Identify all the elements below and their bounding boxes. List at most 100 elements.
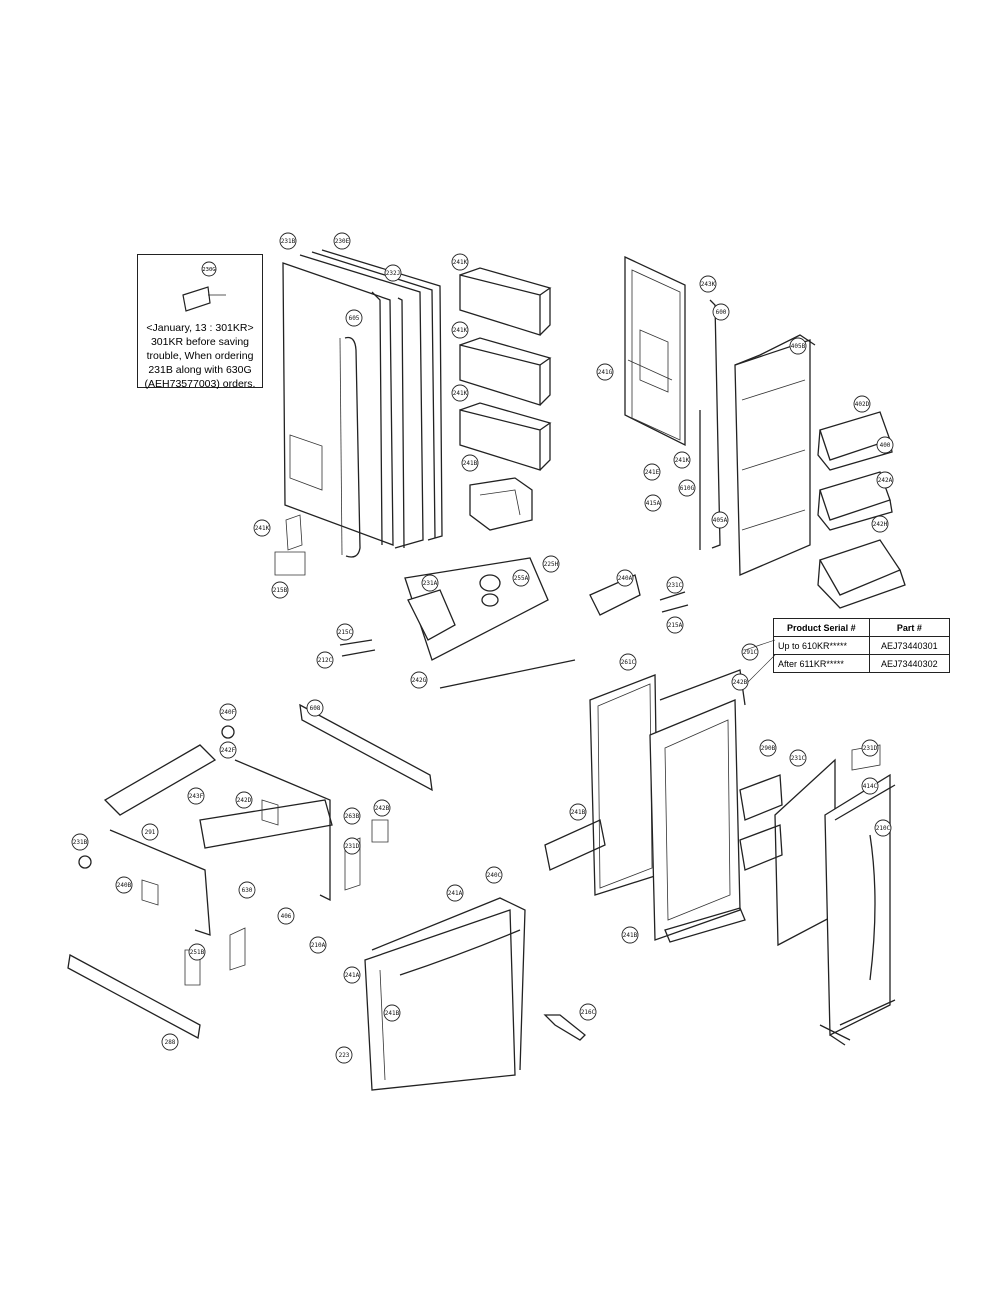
callout-circle (141, 823, 159, 841)
callout-circle (333, 232, 351, 250)
part-callout: 610G (678, 479, 696, 497)
callout-label: 210A (311, 942, 326, 949)
table-row: Up to 610KR***** AEJ73440301 (773, 636, 951, 655)
part-callout: 630 (238, 881, 256, 899)
callout-label: 255A (514, 575, 529, 582)
callout-circle (421, 574, 439, 592)
part-callout: 255A (512, 569, 530, 587)
part-callout: 251B (188, 943, 206, 961)
callout-label: 290B (761, 745, 776, 752)
part-callout: 405B (789, 337, 807, 355)
table-header-row: Product Serial # Part # (773, 618, 951, 637)
ordering-note-text: <January, 13 : 301KR> 301KR before savin… (138, 321, 262, 391)
part-callout: 240F (219, 703, 237, 721)
note-line: trouble, When ordering (146, 350, 254, 362)
callout-circle (451, 321, 469, 339)
left-door-assembly (274, 249, 443, 576)
part-callout: 242A (876, 471, 894, 489)
part-callout: 405A (711, 511, 729, 529)
callout-label: 241B (385, 1010, 400, 1017)
center-door-frame (544, 669, 746, 943)
part-callout: 241A (343, 966, 361, 984)
callout-circle (596, 363, 614, 381)
callout-label: 225H (544, 561, 559, 568)
part-callout: 231B (279, 232, 297, 250)
serial-header: Product Serial # (773, 618, 870, 637)
callout-circle (316, 651, 334, 669)
callout-circle (874, 819, 892, 837)
callout-circle (219, 741, 237, 759)
callout-circle (579, 1003, 597, 1021)
part-callout: 231D (343, 837, 361, 855)
callout-label: 243K (701, 281, 716, 288)
callout-circle (309, 936, 327, 954)
callout-circle (238, 881, 256, 899)
part-callout: 242B (373, 799, 391, 817)
callout-label: 231A (423, 580, 438, 587)
callout-circle (789, 749, 807, 767)
part-cell: AEJ73440302 (868, 654, 951, 673)
callout-label: 242B (375, 805, 390, 812)
table-leader-lines (744, 639, 776, 683)
callout-label: 402D (855, 401, 870, 408)
callout-label: 241E (645, 469, 660, 476)
callout-circle (279, 232, 297, 250)
part-callout: 241K (451, 321, 469, 339)
part-callout: 290B (759, 739, 777, 757)
freezer-drawer-door (364, 897, 526, 1091)
note-line: <January, 13 : 301KR> (146, 322, 254, 334)
part-callout: 415A (644, 494, 662, 512)
part-callout: 215C (336, 623, 354, 641)
callout-label: 242G (412, 677, 427, 684)
callout-label: 216C (581, 1009, 596, 1016)
callout-circle (446, 884, 464, 902)
callout-circle (451, 384, 469, 402)
serial-cell: After 611KR***** (773, 654, 870, 673)
part-callout: 240C (485, 866, 503, 884)
callout-circle (373, 799, 391, 817)
callout-label: 242A (878, 477, 893, 484)
callout-label: 288 (165, 1039, 176, 1046)
note-callout-label: 230G (202, 267, 215, 273)
callout-label: 400 (880, 442, 891, 449)
right-door-inner-liner (624, 255, 816, 576)
part-callout: 230E (333, 232, 351, 250)
callout-label: 240B (117, 882, 132, 889)
part-callout: 243K (699, 275, 717, 293)
note-line: 231B along with 630G (148, 364, 252, 376)
callout-circle (699, 275, 717, 293)
door-bins-stack (459, 267, 552, 531)
callout-circle (383, 1004, 401, 1022)
part-callout: 291 (141, 823, 159, 841)
callout-label: 240A (618, 575, 633, 582)
callout-label: 251B (190, 949, 205, 956)
part-callout: 291C (741, 643, 759, 661)
callout-circle (512, 569, 530, 587)
callout-label: 240C (487, 872, 502, 879)
callout-label: 231B (281, 238, 296, 245)
part-callout: 240A (616, 569, 634, 587)
callout-circle (343, 837, 361, 855)
callout-label: 241K (453, 327, 468, 334)
callout-label: 231B (73, 839, 88, 846)
callout-circle (876, 471, 894, 489)
callout-label: 242H (873, 521, 888, 528)
callout-label: 406 (281, 913, 292, 920)
part-header: Part # (868, 618, 951, 637)
callout-circle (343, 966, 361, 984)
callout-circle (343, 807, 361, 825)
part-callout: 242B (731, 673, 749, 691)
callout-label: 241B (623, 932, 638, 939)
note-line: 301KR before saving (150, 336, 250, 348)
part-callout: 241B (461, 454, 479, 472)
callout-circle (71, 833, 89, 851)
callout-circle (861, 777, 879, 795)
callout-label: 261C (621, 659, 636, 666)
callout-label: 215A (668, 622, 683, 629)
callout-label: 605 (349, 315, 360, 322)
callout-circle (461, 454, 479, 472)
callout-circle (871, 515, 889, 533)
callout-label: 242D (237, 797, 252, 804)
callout-circle (619, 653, 637, 671)
callout-label: 608 (310, 705, 321, 712)
